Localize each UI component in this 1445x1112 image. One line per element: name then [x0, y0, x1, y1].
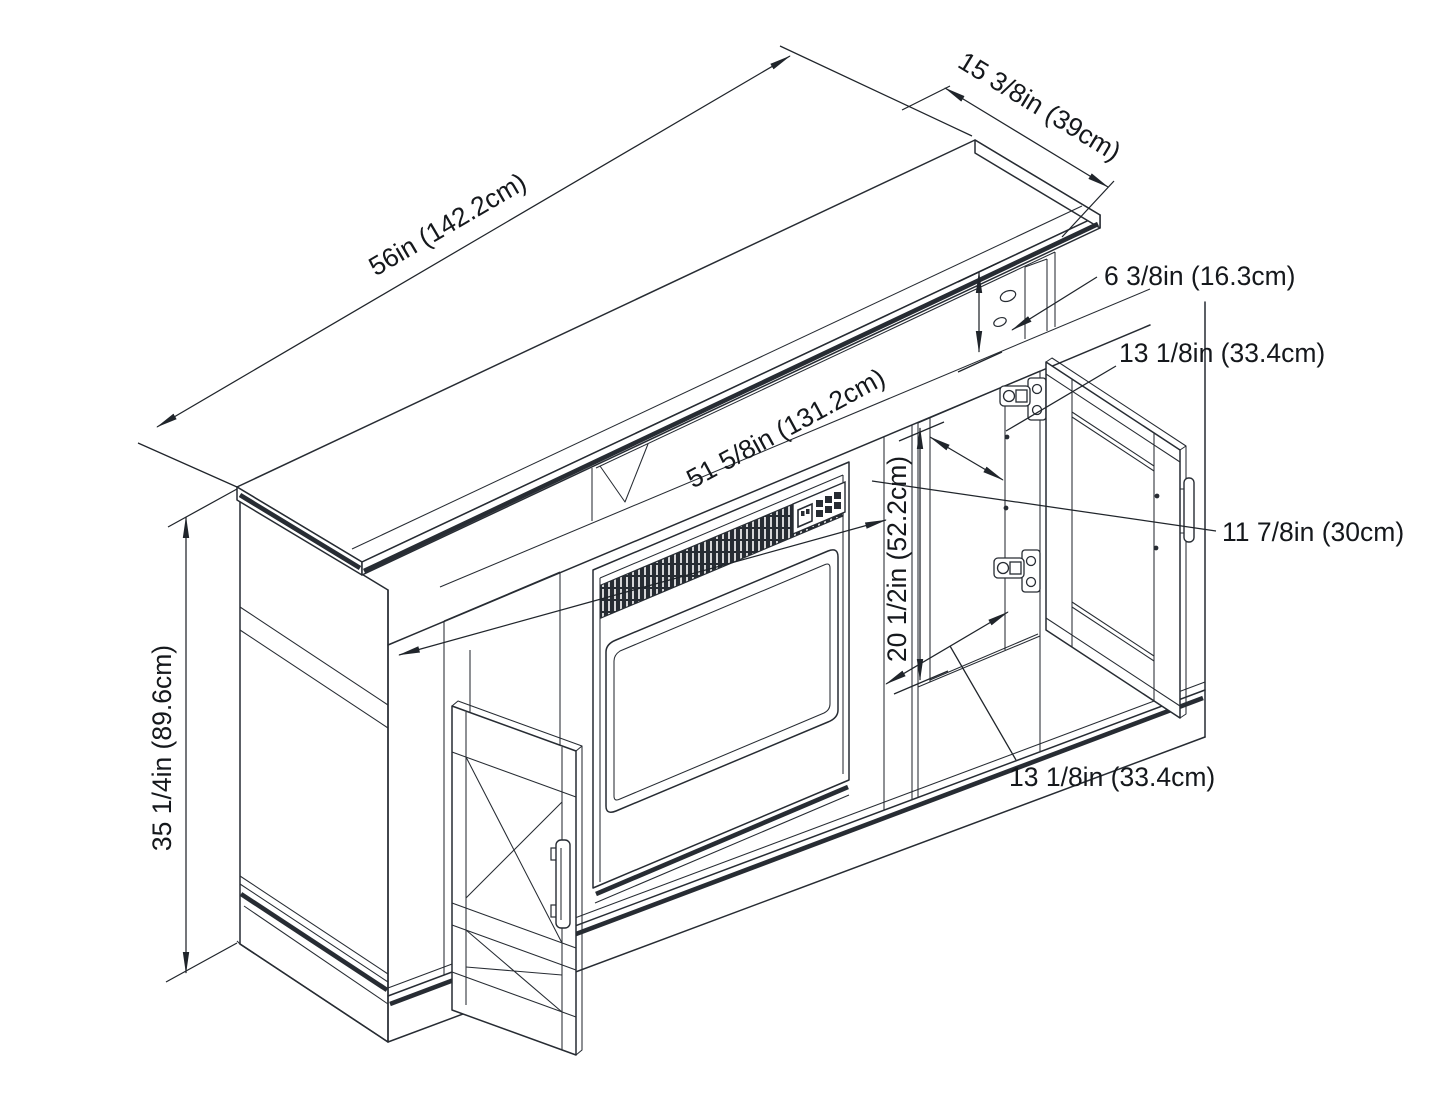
dimension-back-gap-height: 6 3/8in (16.3cm) — [957, 261, 1295, 373]
top-surface — [236, 139, 1101, 563]
dim-label-interior-height: 20 1/2in (52.2cm) — [882, 456, 912, 662]
left-door-handle — [550, 839, 571, 929]
left-barn-door — [451, 700, 583, 1056]
dimension-overall-height: 35 1/4in (89.6cm) — [147, 488, 238, 983]
cable-hole — [993, 316, 1007, 328]
control-button — [816, 500, 823, 507]
right-cabinet-door — [1045, 357, 1195, 719]
right-door-handle — [1180, 477, 1195, 543]
dim-label-door-width: 11 7/8in (30cm) — [1222, 517, 1404, 547]
door-hinges — [993, 377, 1047, 593]
left-end-panel — [239, 499, 389, 1043]
cable-notch — [599, 443, 649, 503]
dim-label-overall-height: 35 1/4in (89.6cm) — [147, 645, 177, 851]
hearth-trim — [595, 784, 849, 897]
dim-label-back-gap-height: 6 3/8in (16.3cm) — [1104, 261, 1295, 291]
dimension-door-width: 11 7/8in (30cm) — [871, 480, 1404, 547]
dimension-interior-depth: 13 1/8in (33.4cm) — [929, 338, 1325, 481]
shelf-pin-hole — [1003, 505, 1009, 511]
dim-label-overall-width: 56in (142.2cm) — [364, 167, 532, 282]
shelf-pin-hole — [1004, 434, 1010, 440]
dim-label-interior-width: 13 1/8in (33.4cm) — [1009, 762, 1215, 792]
control-button — [834, 492, 841, 499]
hinge-bottom — [993, 549, 1041, 593]
door-x-brace-upper — [465, 756, 563, 944]
control-button — [825, 506, 832, 513]
dimension-interior-width: 13 1/8in (33.4cm) — [885, 611, 1215, 792]
dim-label-interior-depth: 13 1/8in (33.4cm) — [1119, 338, 1325, 368]
control-button — [816, 510, 823, 517]
control-button — [834, 502, 841, 509]
fireplace-insert — [592, 461, 850, 904]
control-button — [825, 496, 832, 503]
cable-hole — [999, 289, 1017, 303]
cabinet-top — [236, 139, 1101, 576]
door-x-brace-lower — [465, 929, 563, 1013]
rear-post — [1024, 258, 1048, 339]
